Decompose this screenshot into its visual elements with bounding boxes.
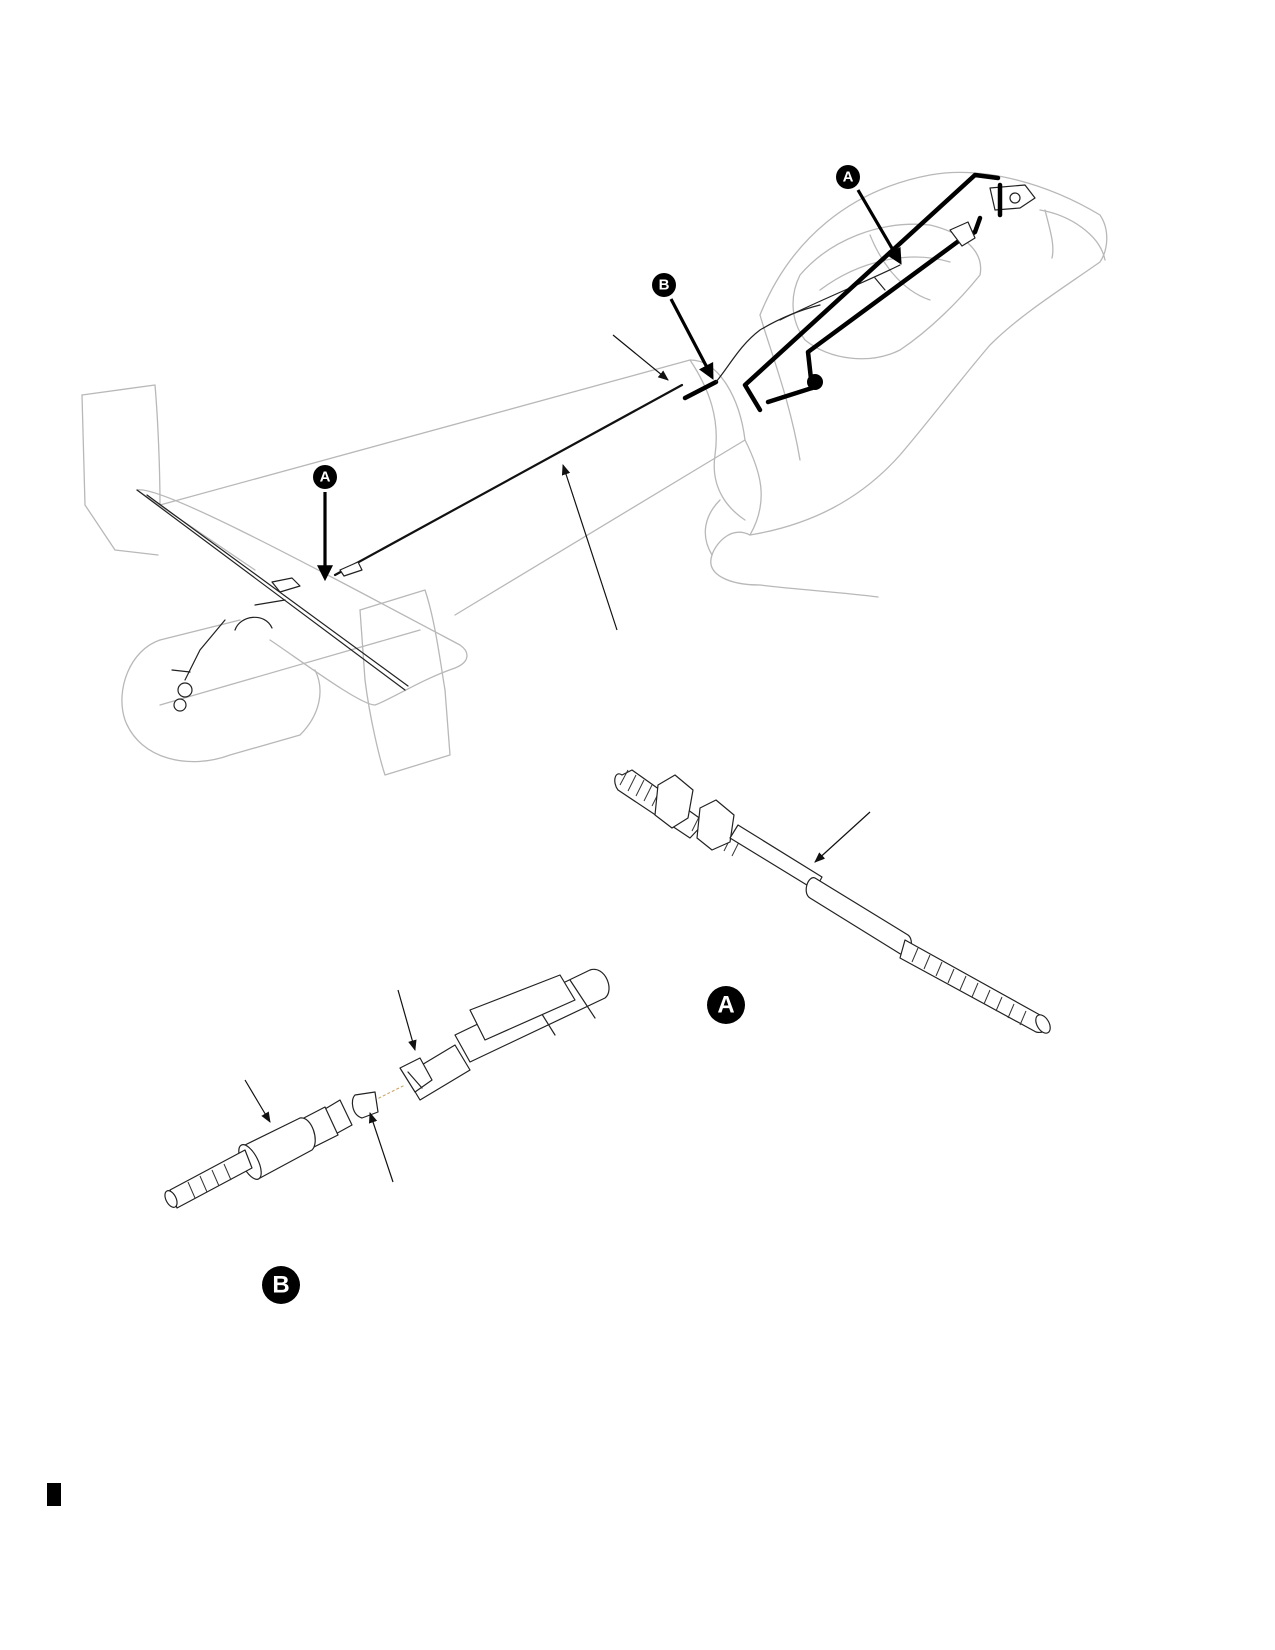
callout-b-boom: B (652, 273, 676, 297)
revision-change-bar (47, 1483, 61, 1506)
cable-ribs-b (187, 1163, 232, 1199)
detail-b-cable-connection (164, 968, 610, 1209)
callout-a-tail: A (313, 465, 337, 489)
control-cable-route (136, 172, 1036, 712)
tail-rotor-quadrant (171, 599, 286, 712)
cable-ribs (911, 947, 1027, 1026)
svg-text:A: A (320, 469, 331, 486)
callout-a-top: A (836, 165, 860, 189)
detail-a-cable-end (614, 769, 1051, 1034)
svg-text:B: B (659, 277, 670, 294)
svg-text:A: A (843, 169, 854, 186)
detail-b-label: B (262, 1266, 300, 1304)
svg-text:B: B (272, 1272, 289, 1299)
detail-a-label: A (707, 986, 745, 1024)
main-view-leaders (317, 189, 902, 631)
svg-text:A: A (717, 992, 734, 1019)
airframe-outline (81, 171, 1108, 776)
